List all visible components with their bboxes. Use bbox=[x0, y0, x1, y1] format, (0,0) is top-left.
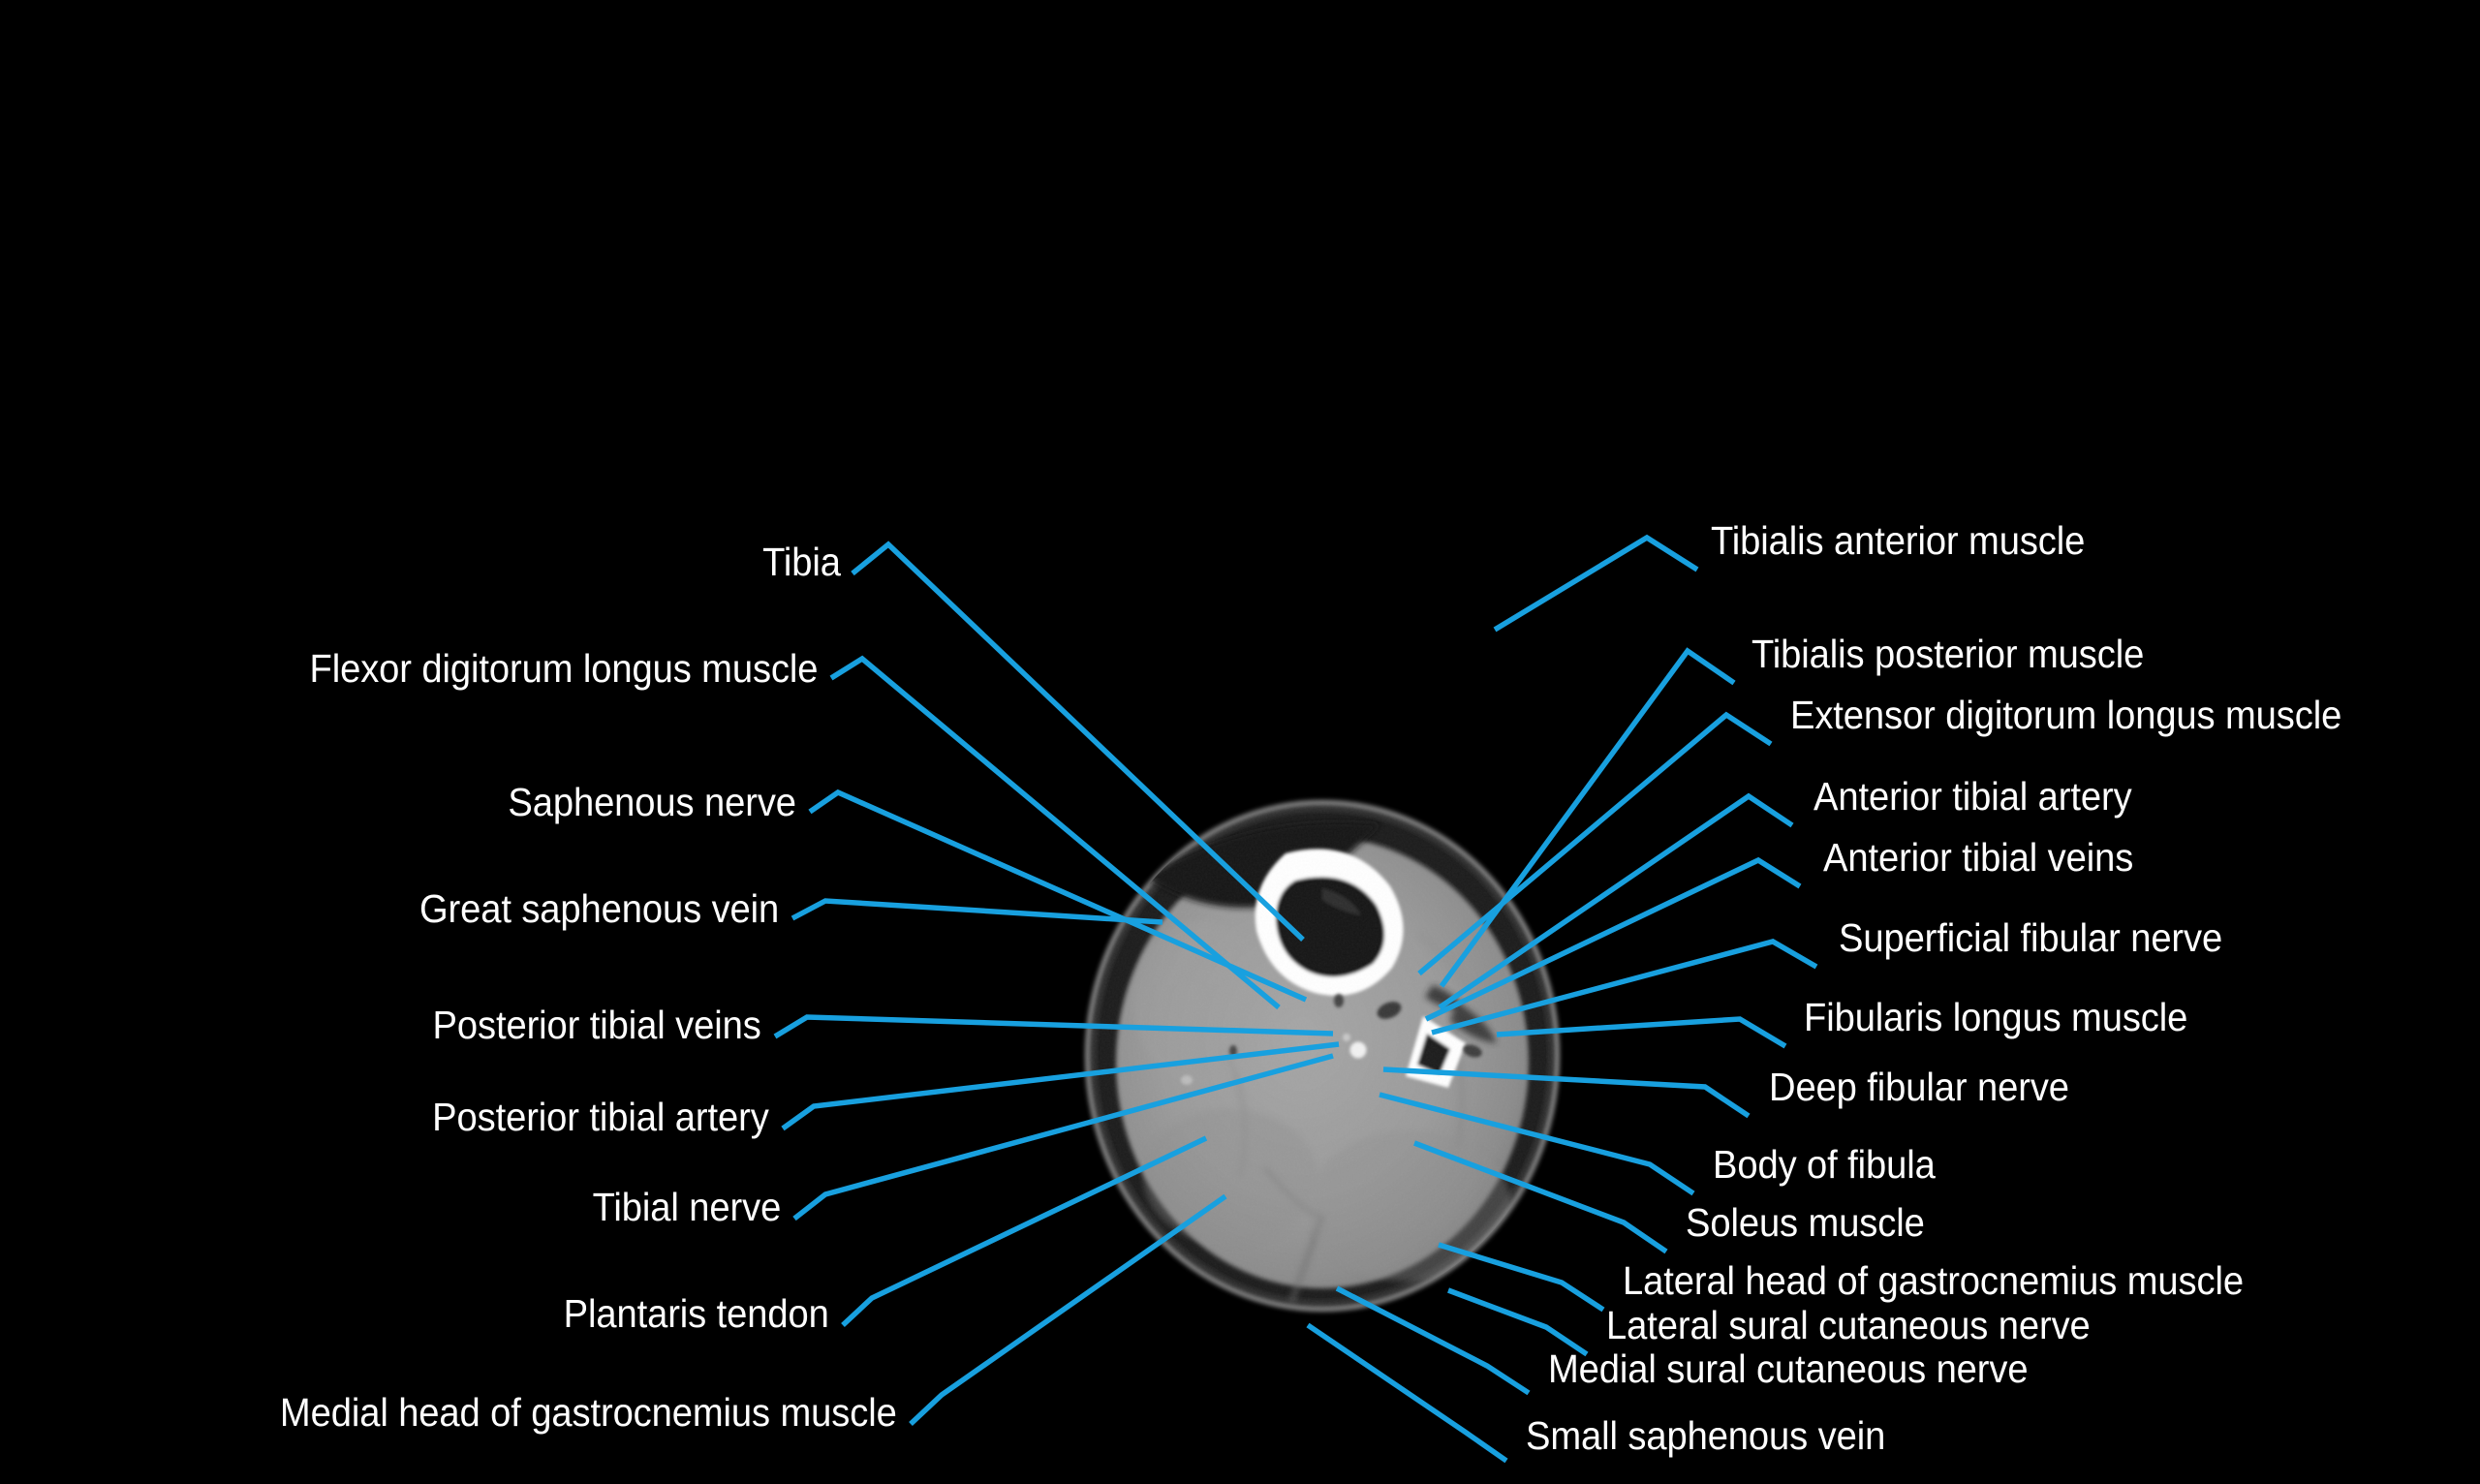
label-great-saphenous-vein: Great saphenous vein bbox=[418, 886, 779, 931]
label-saphenous-nerve: Saphenous nerve bbox=[508, 780, 796, 824]
ct-scan-image bbox=[1032, 760, 1623, 1351]
label-tibialis-posterior-muscle: Tibialis posterior muscle bbox=[1752, 632, 2145, 676]
label-flexor-digitorum-longus-muscle: Flexor digitorum longus muscle bbox=[309, 646, 818, 691]
label-lateral-head-of-gastrocnemius-muscle: Lateral head of gastrocnemius muscle bbox=[1623, 1258, 2244, 1303]
label-extensor-digitorum-longus-muscle: Extensor digitorum longus muscle bbox=[1790, 693, 2342, 737]
label-superficial-fibular-nerve: Superficial fibular nerve bbox=[1839, 915, 2223, 960]
label-posterior-tibial-veins: Posterior tibial veins bbox=[432, 1003, 761, 1047]
label-soleus-muscle: Soleus muscle bbox=[1686, 1200, 1925, 1245]
label-tibialis-anterior-muscle: Tibialis anterior muscle bbox=[1711, 518, 2086, 563]
label-medial-sural-cutaneous-nerve: Medial sural cutaneous nerve bbox=[1548, 1346, 2029, 1391]
label-tibial-nerve: Tibial nerve bbox=[592, 1185, 781, 1229]
label-body-of-fibula: Body of fibula bbox=[1713, 1142, 1936, 1187]
label-small-saphenous-vein: Small saphenous vein bbox=[1526, 1413, 1886, 1458]
leader-tibialis-anterior-muscle bbox=[1493, 534, 1699, 633]
label-anterior-tibial-veins: Anterior tibial veins bbox=[1823, 835, 2134, 880]
label-tibia: Tibia bbox=[762, 540, 841, 584]
label-plantaris-tendon: Plantaris tendon bbox=[563, 1291, 829, 1336]
label-deep-fibular-nerve: Deep fibular nerve bbox=[1769, 1065, 2069, 1109]
label-anterior-tibial-artery: Anterior tibial artery bbox=[1814, 774, 2132, 819]
label-medial-head-of-gastrocnemius-muscle: Medial head of gastrocnemius muscle bbox=[280, 1390, 897, 1435]
label-lateral-sural-cutaneous-nerve: Lateral sural cutaneous nerve bbox=[1606, 1303, 2091, 1347]
label-posterior-tibial-artery: Posterior tibial artery bbox=[432, 1095, 769, 1139]
label-fibularis-longus-muscle: Fibularis longus muscle bbox=[1804, 995, 2188, 1039]
